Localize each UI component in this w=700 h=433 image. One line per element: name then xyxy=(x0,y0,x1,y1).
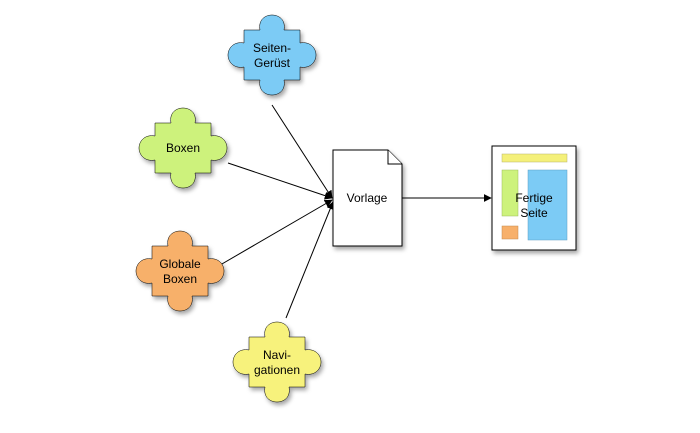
template-label: Vorlage xyxy=(347,191,388,205)
template-document: Vorlage xyxy=(332,149,403,247)
puzzle-piece-navigationen: Navi- gationen xyxy=(232,321,322,403)
puzzle-icon xyxy=(135,230,225,312)
page-content-block xyxy=(527,169,568,241)
page-sidebar-block xyxy=(501,169,519,217)
result-label-line-2: Seite xyxy=(520,206,548,220)
page-footer-block xyxy=(501,225,519,240)
page-header-block xyxy=(501,153,568,163)
connectors xyxy=(214,104,492,319)
document-fold-icon xyxy=(387,150,402,165)
piece-label-line-1: Globale xyxy=(159,257,201,271)
puzzle-piece-seiten-geruest: Seiten- Gerüst xyxy=(227,14,317,96)
puzzle-icon xyxy=(227,14,317,96)
result-label-line-1: Fertige xyxy=(515,191,553,205)
piece-label-line-2: Gerüst xyxy=(254,56,291,70)
arrow-boxen-to-vorlage xyxy=(227,162,333,200)
piece-label-line-1: Boxen xyxy=(166,141,200,155)
arrow-globale-boxen-to-vorlage xyxy=(214,199,333,269)
piece-label-line-2: gationen xyxy=(254,363,300,377)
puzzle-piece-boxen: Boxen xyxy=(138,107,228,189)
document-icon xyxy=(332,149,403,247)
piece-label-line-1: Navi- xyxy=(263,348,291,362)
puzzle-icon xyxy=(138,107,228,189)
finished-page: Fertige Seite xyxy=(491,145,577,251)
puzzle-piece-globale-boxen: Globale Boxen xyxy=(135,230,225,312)
puzzle-icon xyxy=(232,321,322,403)
arrow-navigationen-to-vorlage xyxy=(285,201,335,319)
piece-label-line-1: Seiten- xyxy=(253,41,291,55)
arrow-seiten-geruest-to-vorlage xyxy=(271,104,333,199)
piece-label-line-2: Boxen xyxy=(163,272,197,286)
